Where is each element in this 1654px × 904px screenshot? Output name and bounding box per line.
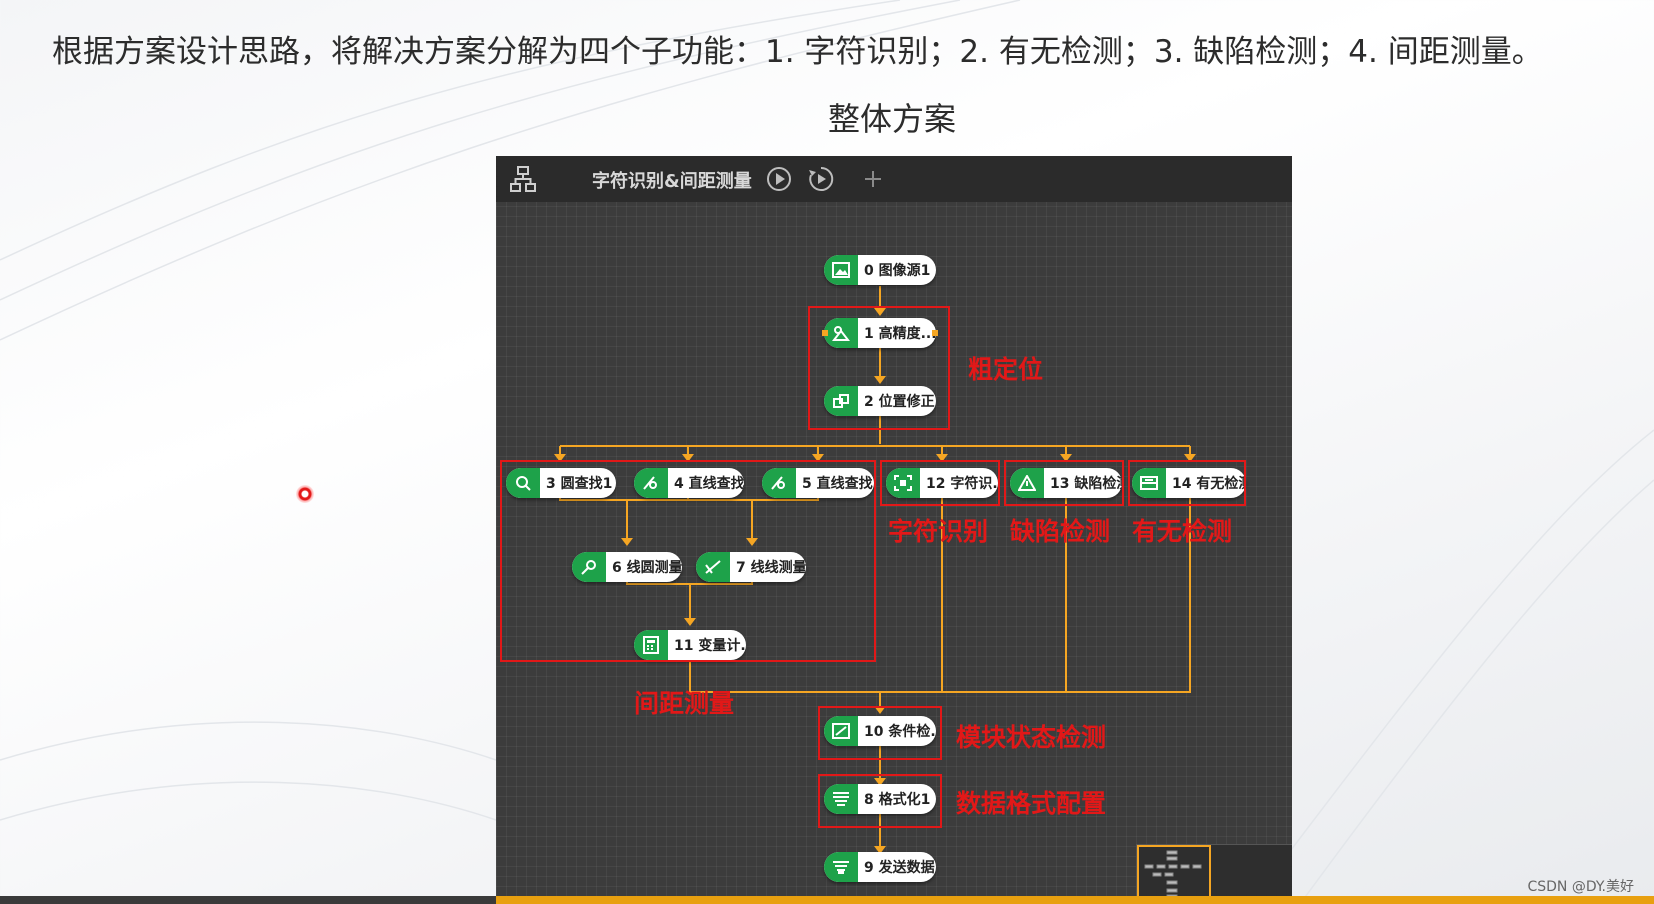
group-box-data-format — [818, 774, 942, 828]
node-image-source[interactable]: 0 图像源1 — [824, 255, 936, 285]
node-label: 9 发送数据1 — [864, 860, 936, 876]
line-circle-measure-icon — [581, 560, 596, 575]
run-once-icon[interactable] — [764, 164, 794, 194]
node-label: 13 缺陷检测 — [1050, 476, 1122, 492]
node-circle-find[interactable]: 3 圆查找1 — [506, 468, 616, 498]
node-line-find-2[interactable]: 5 直线查找2 — [762, 468, 874, 498]
node-format[interactable]: 8 格式化1 — [824, 784, 936, 814]
node-presence-detection[interactable]: 14 有无检测 — [1132, 468, 1246, 498]
annotation-defect-detection: 缺陷检测 — [1010, 517, 1111, 546]
flow-editor-panel: 字符识别&间距测量 — [496, 156, 1292, 904]
node-send-data[interactable]: 9 发送数据1 — [824, 852, 936, 882]
minimap-viewport[interactable] — [1137, 845, 1211, 904]
position-fix-icon — [833, 394, 849, 408]
line-find-icon — [771, 476, 785, 490]
annotation-data-format: 数据格式配置 — [956, 789, 1107, 818]
annotation-spacing-measurement: 间距测量 — [634, 689, 735, 718]
format-icon — [833, 792, 849, 806]
group-box-coarse-positioning — [808, 306, 950, 430]
node-defect-detection[interactable]: 13 缺陷检测 — [1010, 468, 1122, 498]
tab-flow-title[interactable]: 字符识别&间距测量 — [592, 171, 752, 192]
ocr-icon — [894, 475, 912, 491]
flowchart-icon[interactable] — [508, 164, 538, 194]
node-label: 11 变量计... — [674, 638, 746, 654]
node-label: 1 高精度... — [864, 326, 936, 342]
condition-check-icon — [832, 723, 850, 739]
node-condition-check[interactable]: 10 条件检... — [824, 716, 936, 746]
defect-icon — [1018, 475, 1036, 491]
minimap-preview — [1144, 850, 1202, 899]
node-line-circle-measure[interactable]: 6 线圆测量1 — [572, 552, 682, 582]
send-data-icon — [833, 861, 849, 874]
slide-subtitle: 整体方案 — [827, 100, 956, 138]
circle-find-icon — [516, 476, 531, 491]
calculator-icon — [643, 636, 659, 654]
node-label: 8 格式化1 — [864, 792, 931, 808]
slide-headline: 根据方案设计思路，将解决方案分解为四个子功能：1. 字符识别；2. 有无检测；3… — [52, 34, 1543, 70]
line-find-icon — [643, 476, 657, 490]
annotation-module-status: 模块状态检测 — [956, 723, 1107, 752]
node-label: 0 图像源1 — [864, 263, 931, 279]
node-label: 14 有无检测 — [1172, 476, 1246, 492]
group-box-module-status — [818, 706, 942, 760]
node-label: 2 位置修正1 — [864, 394, 936, 410]
annotation-char-recognition: 字符识别 — [888, 517, 989, 546]
panel-header: 字符识别&间距测量 — [496, 156, 1292, 202]
annotation-presence-detection: 有无检测 — [1132, 517, 1233, 546]
node-variable-calc[interactable]: 11 变量计... — [634, 630, 746, 660]
group-box-spacing-measurement — [500, 460, 876, 662]
node-position-correction[interactable]: 2 位置修正1 — [824, 386, 936, 416]
node-label: 3 圆查找1 — [546, 476, 613, 492]
watermark: CSDN @DY.美好 — [1527, 879, 1634, 895]
add-tab-icon[interactable] — [858, 164, 888, 194]
node-char-recognition[interactable]: 12 字符识... — [886, 468, 998, 498]
presence-icon — [1140, 476, 1158, 490]
output-port[interactable] — [932, 330, 938, 336]
group-box-presence-detection — [1128, 460, 1246, 506]
group-box-char-recognition — [880, 460, 1000, 506]
node-label: 5 直线查找2 — [802, 476, 874, 492]
flow-connectors — [554, 286, 1196, 854]
flow-minimap[interactable] — [1136, 844, 1292, 904]
group-box-defect-detection — [1004, 460, 1124, 506]
bottom-progress-bar — [0, 896, 1654, 904]
node-label: 10 条件检... — [864, 724, 936, 740]
node-label: 6 线圆测量1 — [612, 560, 682, 576]
node-high-precision-match[interactable]: 1 高精度... — [824, 318, 936, 348]
input-port[interactable] — [822, 330, 828, 336]
node-label: 12 字符识... — [926, 476, 998, 492]
image-icon — [832, 262, 850, 278]
run-loop-icon[interactable] — [806, 164, 836, 194]
pointer-indicator — [296, 485, 314, 503]
template-match-icon — [832, 326, 850, 341]
line-line-measure-icon — [705, 560, 721, 574]
annotation-coarse-positioning: 粗定位 — [968, 355, 1044, 384]
